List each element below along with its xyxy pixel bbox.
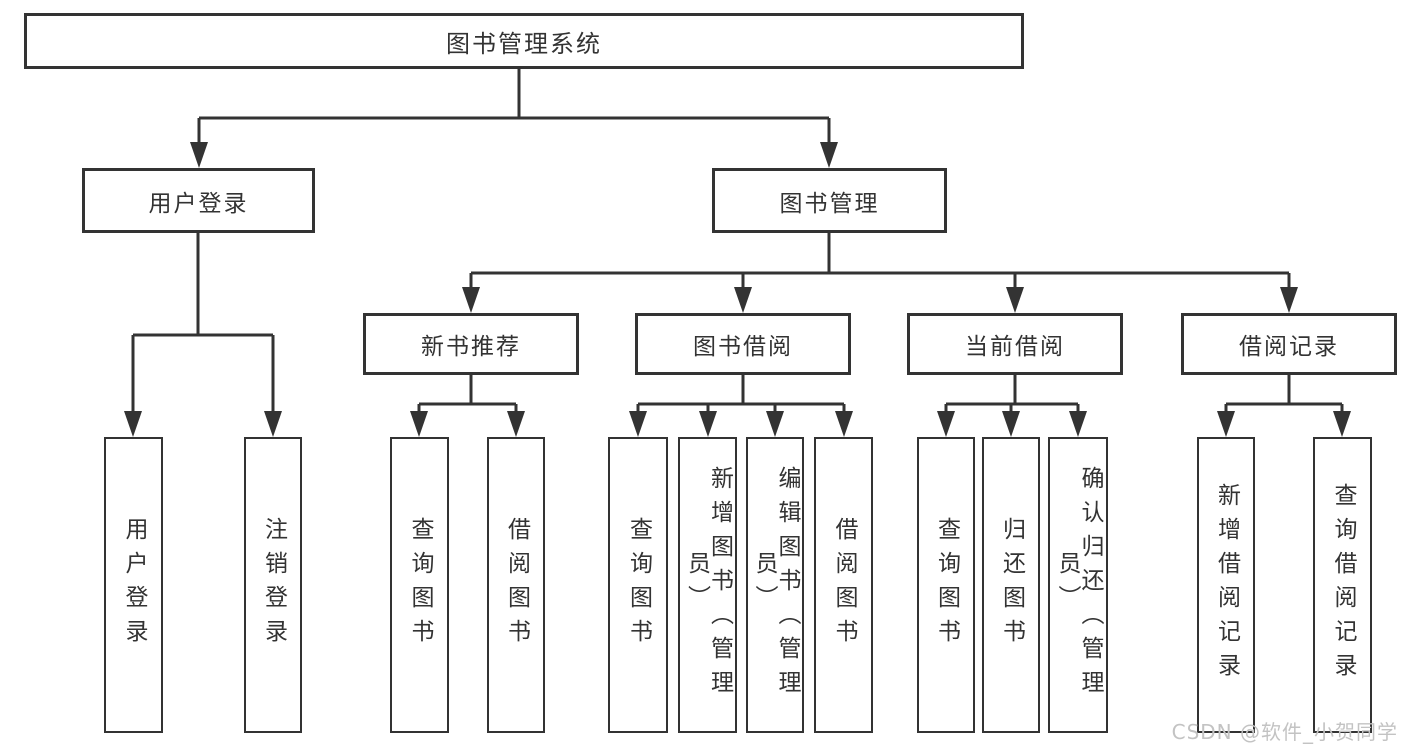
connector-records-to-leaves xyxy=(1217,375,1351,437)
leaf-label: 编辑图书（管理员） xyxy=(751,466,800,704)
connector-bookmgmt-to-level3 xyxy=(462,233,1298,313)
node-user-login: 用户登录 xyxy=(82,168,315,233)
leaf-label: 新增借阅记录 xyxy=(1213,483,1240,687)
leaf-label: 查询图书 xyxy=(625,517,652,653)
leaf-confirm-return-admin: 确认归还（管理员） xyxy=(1048,437,1108,733)
leaf-label: 用户登录 xyxy=(121,517,147,653)
leaf-label: 查询图书 xyxy=(933,517,960,653)
node-library-system: 图书管理系统 xyxy=(24,13,1024,69)
csdn-watermark: CSDN @软件_小贺同学 xyxy=(1171,720,1398,744)
leaf-label: 借阅图书 xyxy=(831,517,857,653)
node-borrowing-records: 借阅记录 xyxy=(1181,313,1397,375)
leaf-borrow-books-recommend: 借阅图书 xyxy=(487,437,545,733)
leaf-query-books-recommend: 查询图书 xyxy=(390,437,449,733)
leaf-borrow-books: 借阅图书 xyxy=(814,437,873,733)
node-book-management: 图书管理 xyxy=(712,168,947,233)
leaf-label: 确认归还（管理员） xyxy=(1054,466,1103,704)
leaf-edit-book-admin: 编辑图书（管理员） xyxy=(746,437,804,733)
leaf-label: 借阅图书 xyxy=(503,517,530,653)
leaf-logout: 注销登录 xyxy=(244,437,302,733)
leaf-label: 新增图书（管理员） xyxy=(683,466,733,704)
connector-root-to-level2 xyxy=(190,69,838,168)
leaf-label: 注销登录 xyxy=(260,517,287,653)
connector-userlogin-to-leaves xyxy=(124,233,282,437)
connector-currentborrow-to-leaves xyxy=(937,375,1087,437)
connector-bookborrow-to-leaves xyxy=(629,375,853,437)
leaf-query-borrow-record: 查询借阅记录 xyxy=(1313,437,1372,733)
leaf-return-book: 归还图书 xyxy=(982,437,1040,733)
node-book-borrowing: 图书借阅 xyxy=(635,313,851,375)
leaf-query-books-borrow: 查询图书 xyxy=(608,437,668,733)
leaf-label: 归还图书 xyxy=(998,517,1025,653)
node-current-borrowing: 当前借阅 xyxy=(907,313,1123,375)
leaf-query-books-current: 查询图书 xyxy=(917,437,975,733)
leaf-user-login: 用户登录 xyxy=(104,437,163,733)
leaf-label: 查询图书 xyxy=(407,517,433,653)
node-new-book-recommend: 新书推荐 xyxy=(363,313,579,375)
leaf-add-borrow-record: 新增借阅记录 xyxy=(1197,437,1255,733)
connector-newbooks-to-leaves xyxy=(410,375,525,437)
leaf-label: 查询借阅记录 xyxy=(1330,483,1356,687)
leaf-add-book-admin: 新增图书（管理员） xyxy=(678,437,737,733)
